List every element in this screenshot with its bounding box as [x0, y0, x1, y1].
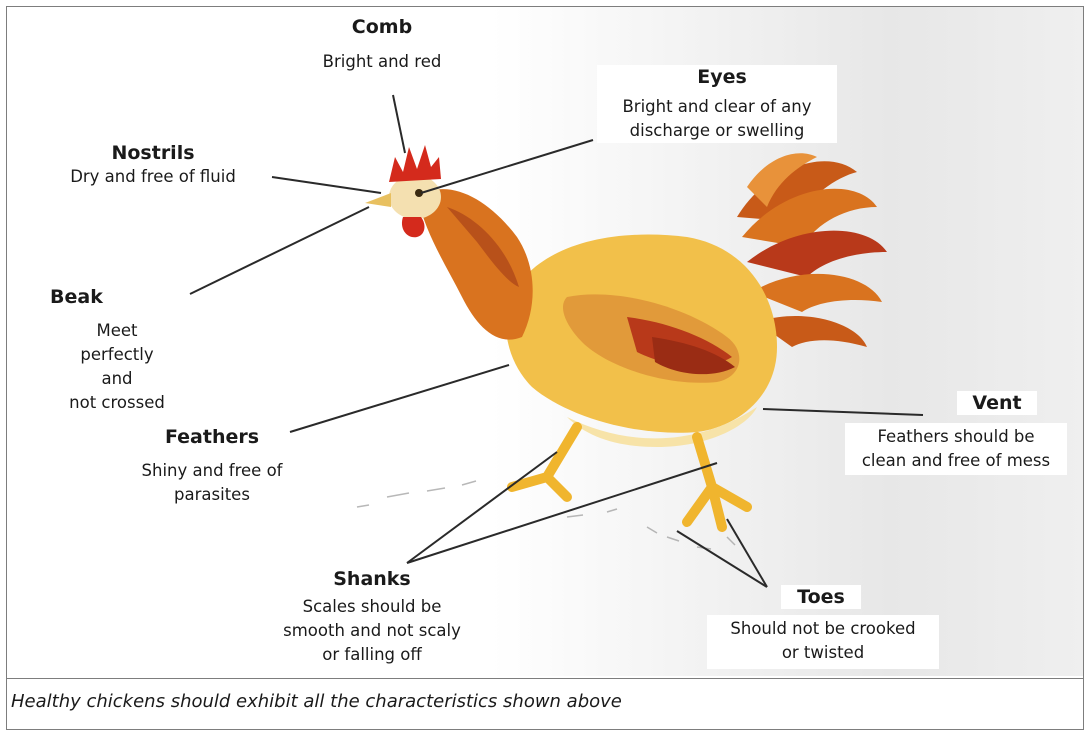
toes-leader-left: [677, 531, 767, 587]
figure-caption: Healthy chickens should exhibit all the …: [11, 691, 622, 712]
eyes-leader: [421, 140, 593, 193]
chicken-neck: [417, 189, 533, 339]
nostrils-label: Nostrils Dry and free of fluid: [43, 141, 263, 189]
shanks-text-line-1: Scales should be: [257, 595, 487, 619]
feathers-title: Feathers: [117, 425, 307, 449]
shanks-text-line-3: or falling off: [257, 643, 487, 667]
comb-text: Bright and red: [307, 50, 457, 74]
vent-title: Vent: [957, 391, 1037, 415]
comb-title: Comb: [307, 15, 457, 39]
wattle-shape: [402, 217, 425, 237]
shanks-text-line-2: smooth and not scaly: [257, 619, 487, 643]
nostrils-text: Dry and free of fluid: [43, 165, 263, 189]
comb-leader: [393, 95, 405, 153]
vent-text-box: Feathers should be clean and free of mes…: [845, 423, 1067, 475]
eyes-title: Eyes: [687, 65, 757, 89]
vent-label: Vent Feathers should be clean and free o…: [845, 391, 1067, 475]
shanks-leader-left: [407, 452, 557, 563]
shanks-label: Shanks Scales should be smooth and not s…: [257, 567, 487, 667]
eyes-text-line-1: Bright and clear of any: [597, 95, 837, 119]
toes-title: Toes: [781, 585, 861, 609]
vent-text-line-1: Feathers should be: [845, 425, 1067, 449]
feathers-leader: [290, 365, 509, 432]
comb-label: Comb Bright and red: [307, 15, 457, 74]
toes-leader-right: [727, 519, 767, 587]
beak-leader: [190, 207, 369, 294]
caption-bar: Healthy chickens should exhibit all the …: [7, 678, 1083, 730]
toes-text-line-1: Should not be crooked: [707, 617, 939, 641]
ground-marks: [357, 481, 735, 549]
beak-title: Beak: [7, 285, 167, 309]
eyes-label: Eyes Bright and clear of any discharge o…: [597, 65, 837, 143]
chicken-body: [506, 235, 777, 447]
chicken-illustration-panel: Comb Bright and red Eyes Bright and clea…: [7, 7, 1083, 676]
comb-shape: [389, 145, 441, 182]
toes-text-line-2: or twisted: [707, 641, 939, 665]
feathers-text-line-1: Shiny and free of: [117, 459, 307, 483]
beak-shape: [365, 193, 391, 207]
nostrils-leader: [272, 177, 381, 193]
eyes-text-line-2: discharge or swelling: [597, 119, 837, 143]
feathers-text-line-2: parasites: [117, 483, 307, 507]
beak-text-line-1: Meet perfectly and: [7, 319, 167, 391]
toes-text-box: Should not be crooked or twisted: [707, 615, 939, 669]
shanks-title: Shanks: [257, 567, 487, 591]
chicken-illustration: [7, 7, 1083, 676]
vent-text-line-2: clean and free of mess: [845, 449, 1067, 473]
shanks-leader-right: [407, 463, 717, 563]
feathers-label: Feathers Shiny and free of parasites: [117, 425, 307, 507]
beak-label: Beak Meet perfectly and not crossed: [7, 285, 167, 415]
nostrils-title: Nostrils: [43, 141, 263, 165]
beak-text-line-2: not crossed: [7, 391, 167, 415]
toes-label: Toes Should not be crooked or twisted: [707, 585, 939, 669]
